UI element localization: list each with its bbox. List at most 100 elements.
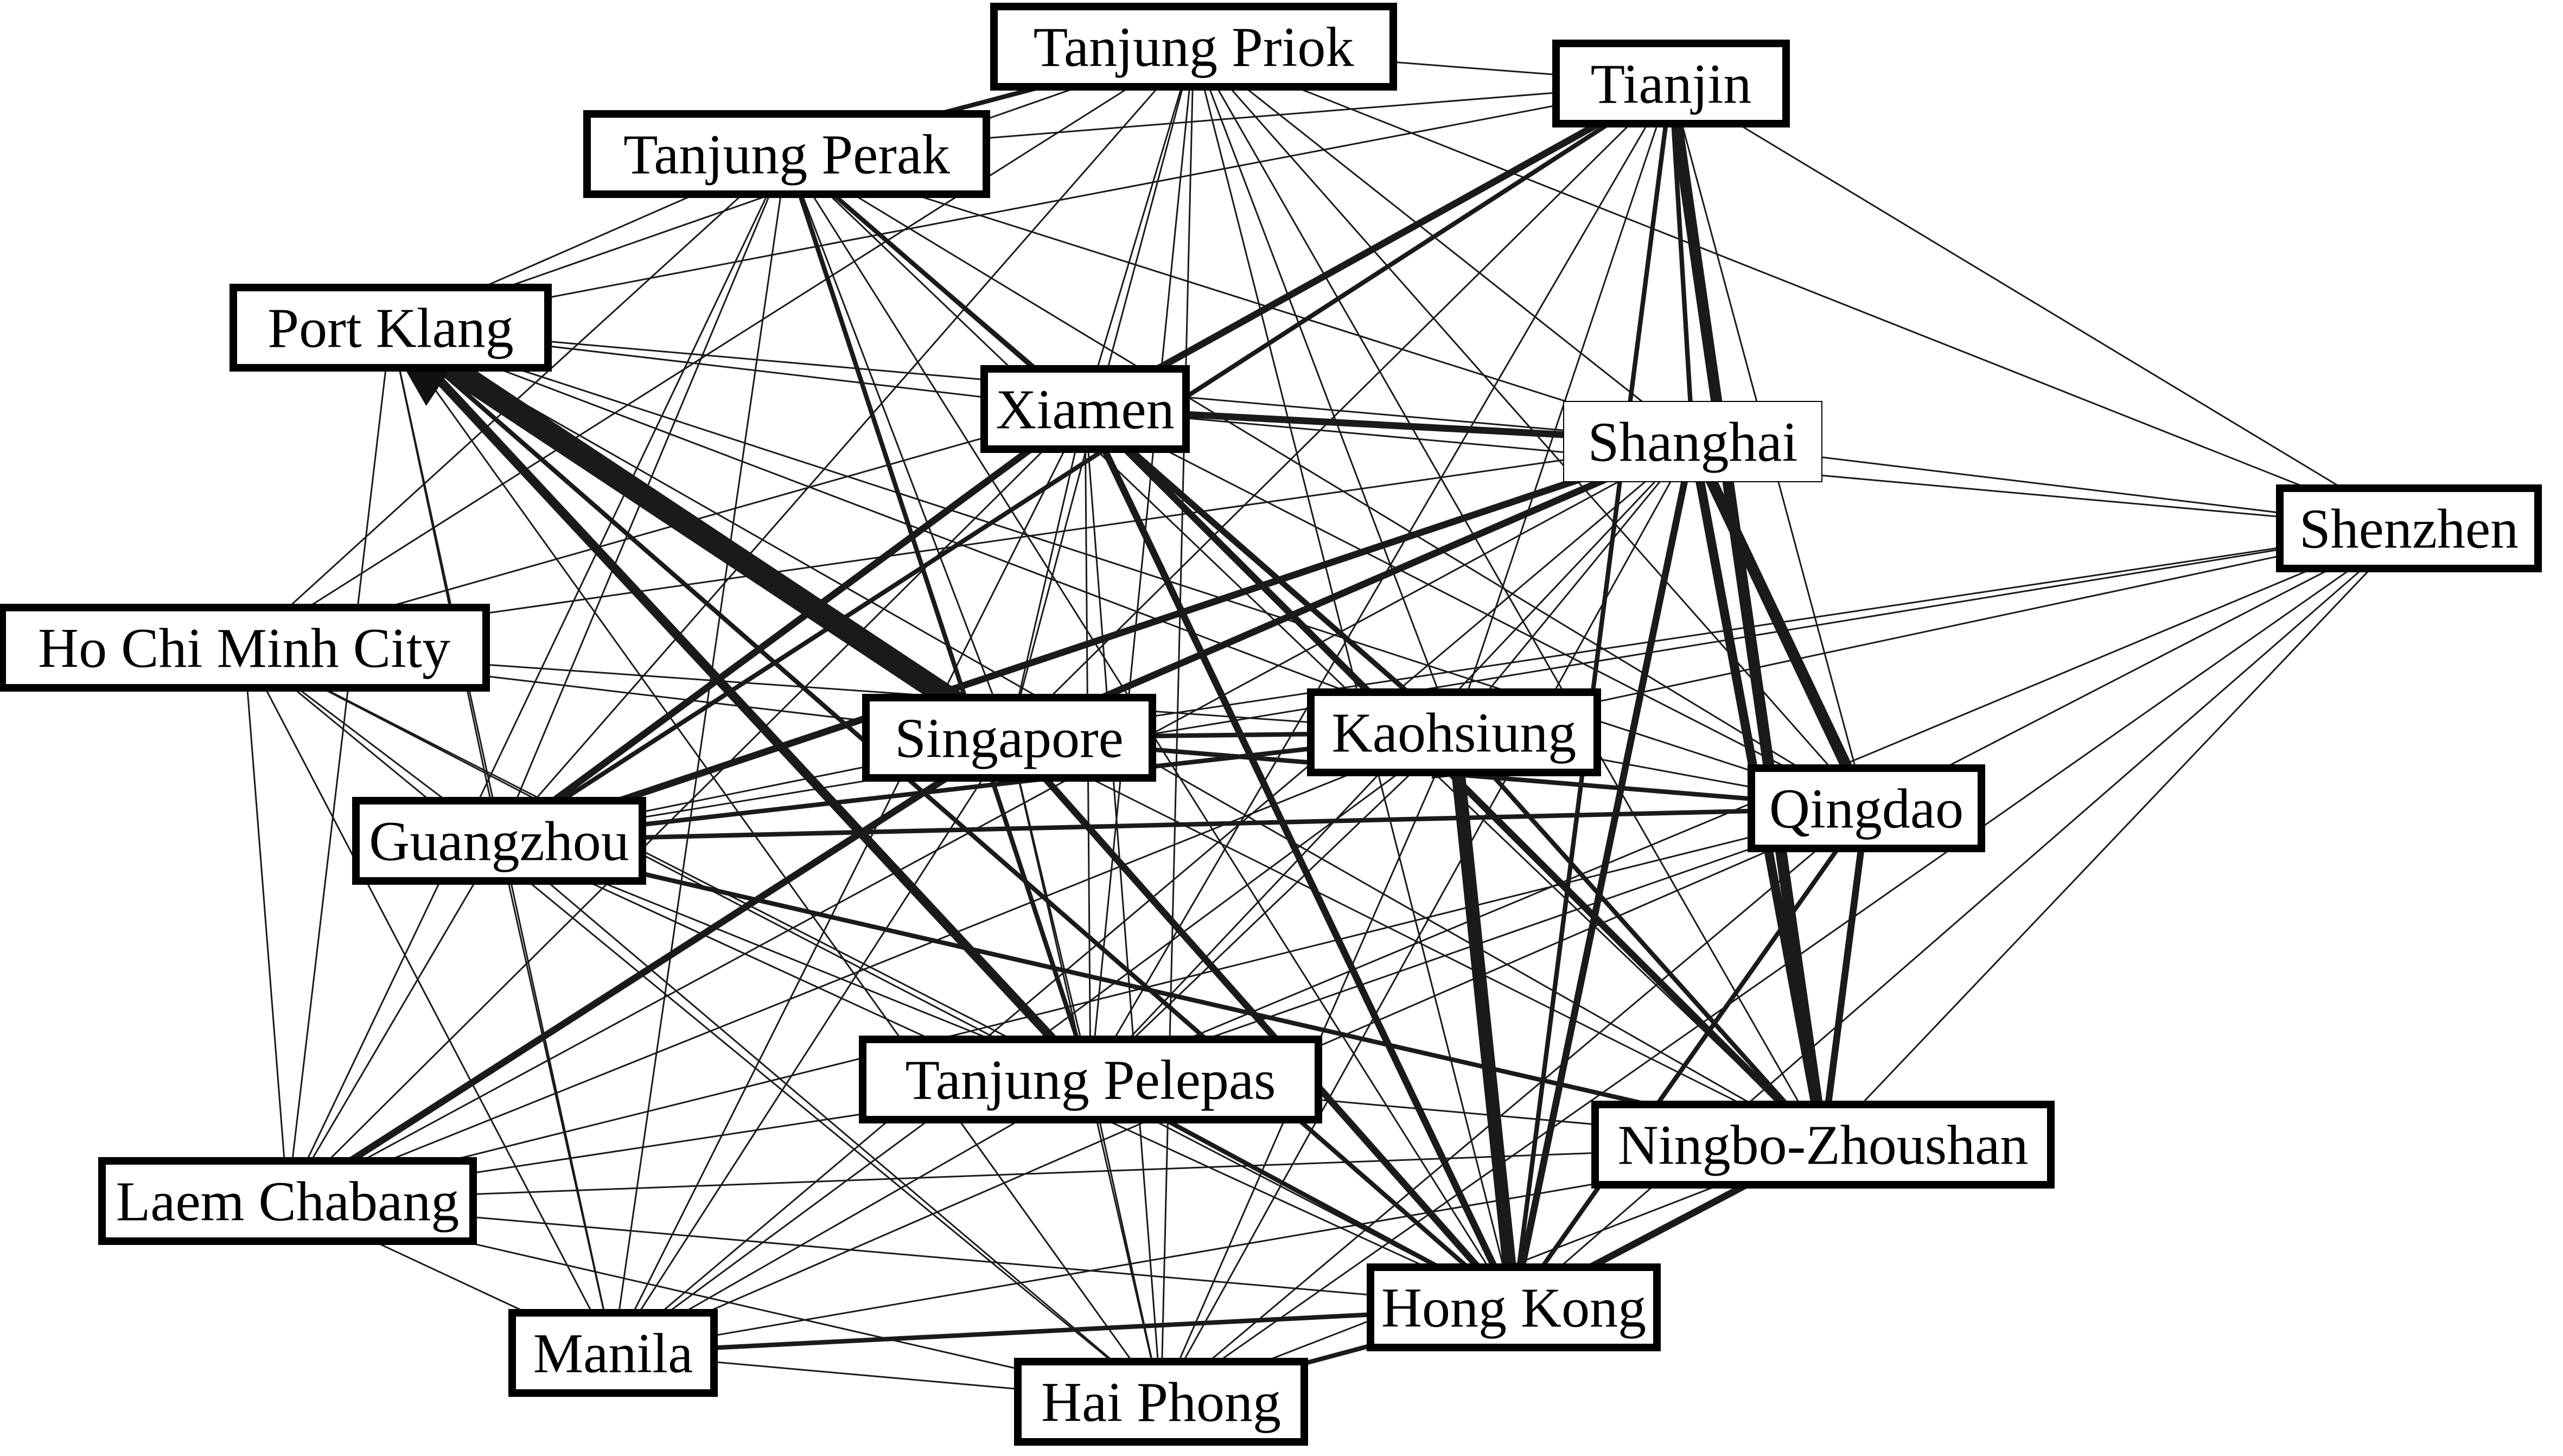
- edge-shanghai-to-qingdao: [1687, 436, 1872, 817]
- edge-tianjin-to-tanjung-pelepas: [1089, 82, 1672, 1081]
- node-box-port-klang: [229, 284, 552, 372]
- edge-ho-chi-minh-city-to-tanjung-pelepas: [243, 647, 1092, 1081]
- edge-singapore-to-manila: [612, 737, 1010, 1354]
- node-label-guangzhou: Guangzhou: [369, 810, 629, 872]
- edge-guangzhou-to-manila: [498, 840, 614, 1354]
- edge-ningbo-zhoushan-to-qingdao: [1819, 803, 1877, 1148]
- edge-tanjung-perak-to-ningbo-zhoushan: [786, 153, 1824, 1146]
- edge-hong-kong-to-shanghai: [1510, 436, 1702, 1311]
- node-label-laem-chabang: Laem Chabang: [116, 1170, 459, 1233]
- node-label-port-klang: Port Klang: [267, 297, 514, 359]
- edge-guangzhou-to-hai-phong: [498, 840, 1162, 1403]
- edge-xiamen-to-qingdao: [1084, 408, 1867, 809]
- edge-xiamen-to-guangzhou: [494, 405, 1089, 845]
- node-box-qingdao: [1748, 764, 1985, 852]
- node-laem-chabang: Laem Chabang: [98, 1157, 477, 1245]
- node-label-singapore: Singapore: [895, 707, 1124, 769]
- node-box-guangzhou: [352, 797, 646, 885]
- edge-xiamen-to-hong-kong: [1081, 405, 1518, 1313]
- node-tianjin: Tianjin: [1552, 40, 1790, 127]
- edge-ho-chi-minh-city-to-hai-phong: [243, 647, 1162, 1403]
- node-hong-kong: Hong Kong: [1367, 1263, 1661, 1351]
- edge-tanjung-priok-to-shanghai: [1193, 46, 1694, 443]
- edge-singapore-to-ningbo-zhoushan: [1008, 737, 1824, 1146]
- edge-tanjung-priok-to-xiamen: [1084, 46, 1195, 410]
- edge-tanjung-priok-to-kaohsiung: [1193, 46, 1455, 733]
- node-label-manila: Manila: [533, 1322, 693, 1384]
- node-label-shenzhen: Shenzhen: [2299, 497, 2519, 560]
- node-box-laem-chabang: [98, 1157, 477, 1245]
- edge-tanjung-perak-to-shanghai: [786, 153, 1694, 443]
- node-label-hong-kong: Hong Kong: [1381, 1276, 1646, 1339]
- node-box-manila: [508, 1309, 718, 1397]
- edge-shanghai-to-kaohsiung: [1453, 440, 1694, 733]
- node-qingdao: Qingdao: [1748, 764, 1985, 852]
- edge-tanjung-priok-to-guangzhou: [498, 46, 1195, 842]
- node-box-hai-phong: [1014, 1358, 1308, 1446]
- edge-hong-kong-to-qingdao: [1511, 806, 1869, 1310]
- edge-tanjung-pelepas-to-manila: [612, 1078, 1092, 1354]
- edge-guangzhou-to-laem-chabang: [286, 840, 500, 1202]
- edge-tanjung-priok-to-ningbo-zhoushan: [1193, 46, 1824, 1146]
- edge-guangzhou-to-ningbo-zhoushan: [496, 838, 1826, 1147]
- node-box-shanghai: [1563, 401, 1822, 482]
- node-tanjung-perak: Tanjung Perak: [583, 110, 990, 198]
- edge-kaohsiung-to-ningbo-zhoushan: [1451, 730, 1826, 1147]
- edge-shenzhen-to-ningbo-zhoushan: [1822, 527, 2410, 1146]
- edge-guangzhou-to-kaohsiung: [496, 730, 1457, 844]
- edge-kaohsiung-to-tanjung-pelepas: [1089, 731, 1455, 1081]
- node-guangzhou: Guangzhou: [352, 797, 646, 885]
- edge-tianjin-to-singapore: [1008, 82, 1672, 739]
- edge-ningbo-zhoushan-to-laem-chabang: [286, 1144, 1824, 1202]
- node-label-tianjin: Tianjin: [1591, 53, 1752, 115]
- edge-laem-chabang-to-hong-kong: [286, 1200, 1515, 1308]
- edge-xiamen-to-singapore: [1008, 408, 1086, 739]
- node-singapore: Singapore: [862, 694, 1156, 782]
- edge-singapore-to-port-klang: [375, 316, 1021, 749]
- edge-tanjung-perak-to-laem-chabang: [286, 153, 788, 1202]
- node-hai-phong: Hai Phong: [1014, 1358, 1308, 1446]
- edge-qingdao-to-hai-phong: [1160, 807, 1867, 1403]
- edge-guangzhou-to-tianjin: [496, 81, 1674, 844]
- edge-xiamen-to-laem-chabang: [286, 408, 1086, 1202]
- edge-tanjung-priok-to-shenzhen: [1193, 46, 2410, 529]
- node-label-ningbo-zhoushan: Ningbo-Zhoushan: [1618, 1114, 2029, 1176]
- edge-tianjin-to-shenzhen: [1670, 82, 2410, 529]
- edge-shenzhen-to-kaohsiung: [1453, 527, 2410, 733]
- edge-port-klang-to-qingdao: [390, 327, 1867, 809]
- node-shenzhen: Shenzhen: [2276, 484, 2542, 572]
- edge-ho-chi-minh-city-to-tanjung-priok: [243, 46, 1195, 649]
- edge-laem-chabang-to-singapore: [284, 734, 1014, 1205]
- edge-xiamen-to-hai-phong: [1084, 408, 1162, 1403]
- edge-hong-kong-to-kaohsiung: [1431, 721, 1521, 1314]
- edge-shanghai-to-laem-chabang: [286, 440, 1694, 1202]
- edge-tanjung-priok-to-hai-phong: [1160, 46, 1195, 1403]
- node-box-kaohsiung: [1307, 688, 1601, 776]
- edge-tanjung-pelepas-to-hai-phong: [1089, 1078, 1162, 1403]
- node-label-qingdao: Qingdao: [1769, 777, 1963, 840]
- node-ho-chi-minh-city: Ho Chi Minh City: [0, 604, 490, 692]
- node-box-shenzhen: [2276, 484, 2542, 572]
- edge-ho-chi-minh-city-to-hong-kong: [243, 647, 1515, 1308]
- node-box-hong-kong: [1367, 1263, 1661, 1351]
- node-box-tianjin: [1552, 40, 1790, 127]
- edge-tanjung-perak-to-qingdao: [786, 153, 1867, 809]
- node-box-xiamen: [980, 365, 1190, 453]
- node-label-tanjung-perak: Tanjung Perak: [623, 123, 950, 186]
- edge-guangzhou-to-qingdao: [496, 806, 1869, 844]
- edge-ho-chi-minh-city-to-manila: [243, 647, 614, 1354]
- node-xiamen: Xiamen: [980, 365, 1190, 453]
- node-tanjung-pelepas: Tanjung Pelepas: [859, 1036, 1322, 1123]
- edge-ningbo-zhoushan-to-tianjin: [1653, 74, 1829, 1151]
- node-port-klang: Port Klang: [229, 284, 552, 372]
- node-label-ho-chi-minh-city: Ho Chi Minh City: [38, 617, 450, 679]
- edge-xiamen-to-manila: [612, 408, 1086, 1354]
- node-box-tanjung-pelepas: [859, 1036, 1322, 1123]
- edge-tanjung-priok-to-tanjung-pelepas: [1089, 46, 1195, 1081]
- node-label-shanghai: Shanghai: [1587, 411, 1797, 473]
- node-ningbo-zhoushan: Ningbo-Zhoushan: [1591, 1101, 2055, 1189]
- node-label-kaohsiung: Kaohsiung: [1332, 701, 1577, 764]
- edge-tianjin-to-kaohsiung: [1453, 82, 1672, 733]
